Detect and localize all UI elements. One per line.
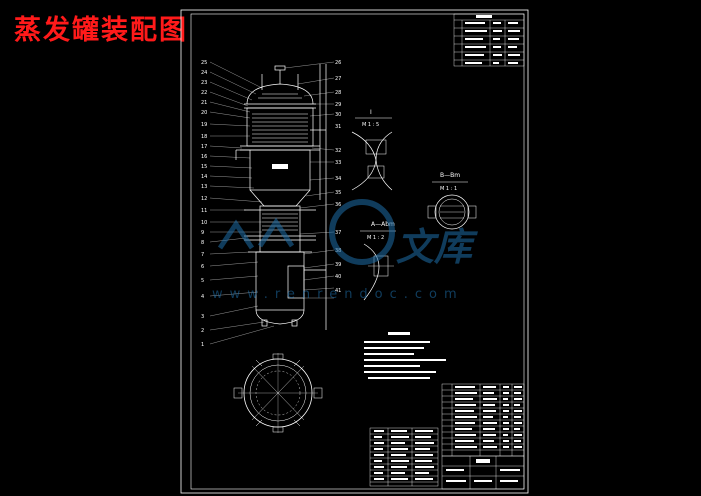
part-number: 30 [335, 112, 341, 118]
part-number: 22 [201, 90, 207, 96]
parts-list-left [369, 427, 439, 487]
part-number: 16 [201, 154, 207, 160]
top-right-table-text [465, 15, 520, 64]
part-number: 25 [201, 60, 207, 66]
svg-text:I: I [370, 109, 372, 116]
part-number: 41 [335, 288, 341, 294]
part-number: 12 [201, 196, 207, 202]
vessel-body [235, 64, 327, 330]
svg-text:B—Bm: B—Bm [440, 172, 460, 179]
part-number: 35 [335, 190, 341, 196]
part-number: 36 [335, 202, 341, 208]
outer-frame [180, 9, 529, 494]
part-number: 17 [201, 144, 207, 150]
part-number: 26 [335, 60, 341, 66]
part-number: 9 [201, 230, 204, 236]
part-number: 6 [201, 264, 204, 270]
part-number: 39 [335, 262, 341, 268]
part-number: 33 [335, 160, 341, 166]
left-part-numbers: 25 24 23 22 21 20 19 18 17 16 15 14 13 1… [201, 60, 207, 348]
right-leaders [284, 61, 335, 299]
svg-text:M 1 : 1: M 1 : 1 [440, 186, 457, 192]
parts-list-right-text [446, 386, 522, 482]
part-number: 11 [201, 208, 207, 214]
part-number: 3 [201, 314, 204, 320]
detail-i-view: I M 1 : 5 [351, 109, 393, 191]
part-number: 7 [201, 252, 204, 258]
parts-list-right [441, 383, 525, 490]
part-number: 13 [201, 184, 207, 190]
part-number: 32 [335, 148, 341, 154]
part-number: 19 [201, 122, 207, 128]
part-number: 1 [201, 342, 204, 348]
part-number: 5 [201, 278, 204, 284]
svg-text:文库: 文库 [396, 225, 478, 269]
svg-text:www.renrendoc.com: www.renrendoc.com [212, 287, 464, 302]
part-number: 10 [201, 220, 207, 226]
watermark-logo-icon [329, 199, 395, 265]
part-number: 21 [201, 100, 207, 106]
right-part-numbers: 26 27 28 29 30 31 32 33 34 35 36 37 38 3… [335, 60, 341, 294]
part-number: 29 [335, 102, 341, 108]
part-number: 2 [201, 328, 204, 334]
svg-text:M 1 : 2: M 1 : 2 [367, 235, 384, 241]
left-leaders [209, 61, 275, 345]
part-number: 14 [201, 174, 207, 180]
part-number: 28 [335, 90, 341, 96]
part-number: 8 [201, 240, 204, 246]
tube-bundle [252, 93, 308, 231]
technical-notes [364, 332, 446, 379]
part-number: 27 [335, 76, 341, 82]
part-number: 4 [201, 294, 204, 300]
part-number: 18 [201, 134, 207, 140]
part-number: 40 [335, 274, 341, 280]
svg-text:M 1 : 5: M 1 : 5 [362, 122, 379, 128]
part-number: 23 [201, 80, 207, 86]
parts-list-left-text [374, 430, 434, 480]
part-number: 34 [335, 176, 341, 182]
part-number: 20 [201, 110, 207, 116]
svg-text:A—Abm: A—Abm [371, 221, 395, 228]
part-number: 37 [335, 230, 341, 236]
part-number: 24 [201, 70, 207, 76]
top-right-table [453, 13, 525, 67]
section-bb-view: B—Bm M 1 : 1 [427, 172, 477, 230]
part-number: 31 [335, 124, 341, 130]
plan-view-circle [233, 353, 323, 433]
inner-frame [190, 13, 525, 490]
part-number: 15 [201, 164, 207, 170]
drawing-title: 蒸发罐装配图 [14, 15, 188, 46]
watermark: 文库 www.renrendoc.com [212, 199, 478, 302]
